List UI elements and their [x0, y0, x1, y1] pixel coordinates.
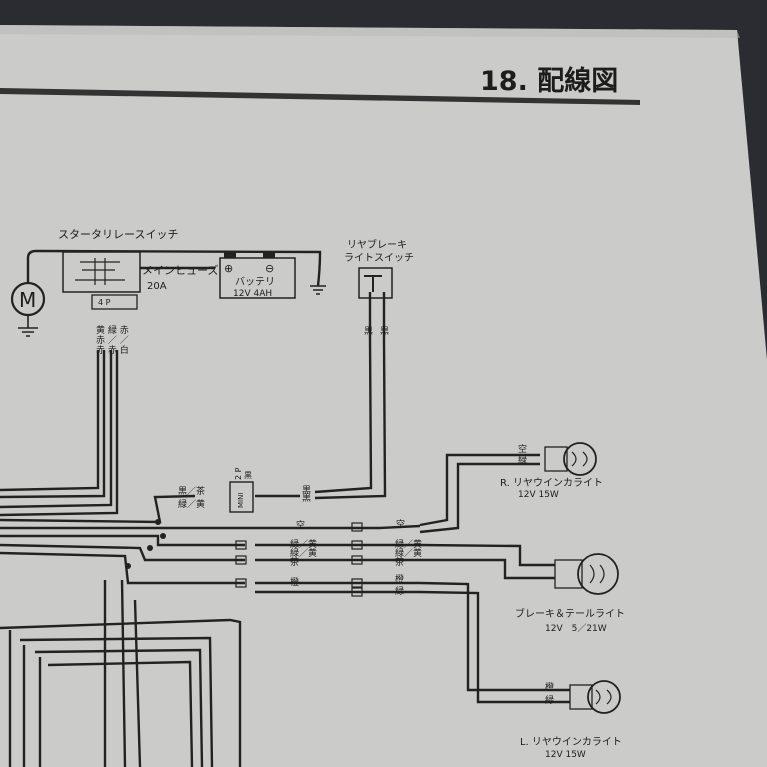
mini-2p-pins-label: 2 P [234, 467, 243, 480]
motor-symbol: M [19, 288, 36, 312]
sky-to-r-winker [419, 453, 540, 527]
battery-terminal-minus [263, 252, 275, 258]
l-winker-filament-icon [595, 689, 612, 705]
motor-ground-icon [18, 315, 38, 337]
trunk-wire-down-6 [120, 579, 127, 767]
relay-harness-1 [0, 350, 100, 492]
battery-box [219, 257, 296, 299]
brake-tail-socket [554, 559, 583, 589]
r-winker-label: R. リヤウインカライト [500, 477, 603, 489]
mini-2p-mini-label: MINI [237, 493, 245, 508]
mid-harness-sky [379, 524, 421, 530]
main-fuse-rating: 20A [147, 281, 167, 292]
battery-plus-icon: ⊕ [224, 262, 233, 275]
trunk-wire-down-4 [47, 660, 194, 767]
battery-terminal-plus [224, 252, 236, 258]
r-winker-socket [544, 446, 568, 472]
wire-label-black-yellow: 緑／黄 [178, 498, 205, 510]
relay-wire-row1: 黄 緑 赤 [96, 324, 129, 336]
title-rule [0, 88, 640, 105]
trunk-wire-down-7 [133, 599, 142, 767]
motor-wire [26, 249, 322, 287]
wire-label-gy-1: 緑／黄 [290, 538, 317, 550]
brake-switch-wire-left: 黒 [364, 326, 373, 337]
battery-minus-icon: ⊖ [265, 262, 274, 275]
battery-ground-icon [310, 285, 326, 295]
r-winker-wire-top: 空 [518, 443, 527, 455]
l-winker-rating: 12V 15W [545, 750, 586, 760]
brake-switch-label-2: ライトスイッチ [344, 252, 414, 264]
wire-label-gy-4: 緑／黄 [395, 547, 422, 559]
l-winker-wire-bottom: 緑 [545, 694, 554, 706]
brake-switch-wire-2 [314, 292, 387, 500]
wire-label-gy-3: 緑／黄 [395, 538, 422, 550]
wire-label-brown-1: 茶 [290, 556, 299, 568]
brake-switch-icon [364, 275, 382, 292]
wire-label-black-1: 黒 [302, 485, 311, 496]
connector-4p-label: 4 P [98, 298, 111, 307]
wire-label-green-1: 緑 [395, 585, 404, 597]
wire-label-black-brown: 黒／茶 [178, 485, 205, 497]
battery-rating: 12V 4AH [233, 289, 272, 299]
l-winker-label: L. リヤウインカライト [520, 736, 622, 748]
relay-wire-row2: 赤 ／ ／ [96, 335, 129, 346]
green-to-l-winker [419, 590, 570, 704]
connector-blocks [235, 522, 363, 597]
r-winker-wire-bottom: 緑 [518, 454, 527, 466]
brake-switch-box [358, 267, 393, 299]
relay-harness-3 [0, 350, 113, 509]
relay-harness-4 [0, 350, 119, 517]
wire-label-black-2: 黒 [302, 493, 311, 504]
wire-label-orange-1: 橙 [290, 576, 299, 588]
r-winker-rating: 12V 15W [518, 490, 559, 500]
starter-relay-label: スタータリレースイッチ [58, 228, 178, 241]
l-winker-wire-top: 橙 [545, 681, 554, 693]
junction-dots [125, 519, 166, 569]
trunk-wire-down-3 [34, 648, 204, 767]
relay-harness-2 [0, 350, 106, 499]
l-winker-bulb-icon [587, 680, 621, 714]
trunk-wire-gy [0, 534, 245, 547]
wires [0, 249, 570, 767]
trunk-wire-down-1 [0, 618, 242, 767]
brake-tail-filament-icon [589, 564, 605, 584]
wire-label-sky-1: 空 [296, 519, 305, 531]
brake-switch-wire-right: 黒 [380, 326, 389, 337]
starter-relay-internals [75, 258, 125, 285]
wire-label-sky-2: 空 [396, 518, 405, 530]
brake-switch-label-1: リヤブレーキ [347, 238, 407, 251]
connector-4p-box [91, 294, 138, 310]
gy-to-brake [419, 543, 555, 567]
trunk-wire-brown [0, 543, 245, 562]
green-to-r-winker [419, 462, 540, 534]
brown-to-brake [420, 558, 555, 580]
paper-shadow [0, 25, 740, 38]
starter-relay-box [62, 251, 141, 293]
r-winker-bulb-icon [563, 442, 597, 476]
orange-to-l-winker [419, 581, 570, 692]
trunk-wire-black [0, 494, 196, 524]
wire-label-gy-2: 緑／黄 [290, 547, 317, 559]
main-fuse-label: メインヒューズ [142, 263, 218, 277]
brake-switch-wire-1 [314, 292, 373, 494]
relay-wire-row3: 赤 赤 白 [96, 344, 129, 356]
section-title: 18. 配線図 [480, 65, 618, 97]
mini-2p-pin-mark: 黒 [244, 471, 252, 480]
l-winker-socket [569, 684, 593, 710]
r-winker-filament-icon [571, 451, 588, 467]
battery-label: バッテリ [235, 276, 275, 288]
trunk-wire-down-2 [19, 636, 214, 767]
mini-2p-connector-box [229, 481, 254, 513]
wire-label-brown-2: 茶 [395, 556, 404, 568]
trunk-wire-orange [0, 551, 245, 585]
brake-tail-label: ブレーキ＆テールライト [515, 607, 625, 620]
wire-label-orange-2: 橙 [395, 573, 404, 585]
brake-tail-bulb-icon [577, 553, 619, 595]
brake-tail-rating: 12V 5／21W [545, 623, 607, 634]
